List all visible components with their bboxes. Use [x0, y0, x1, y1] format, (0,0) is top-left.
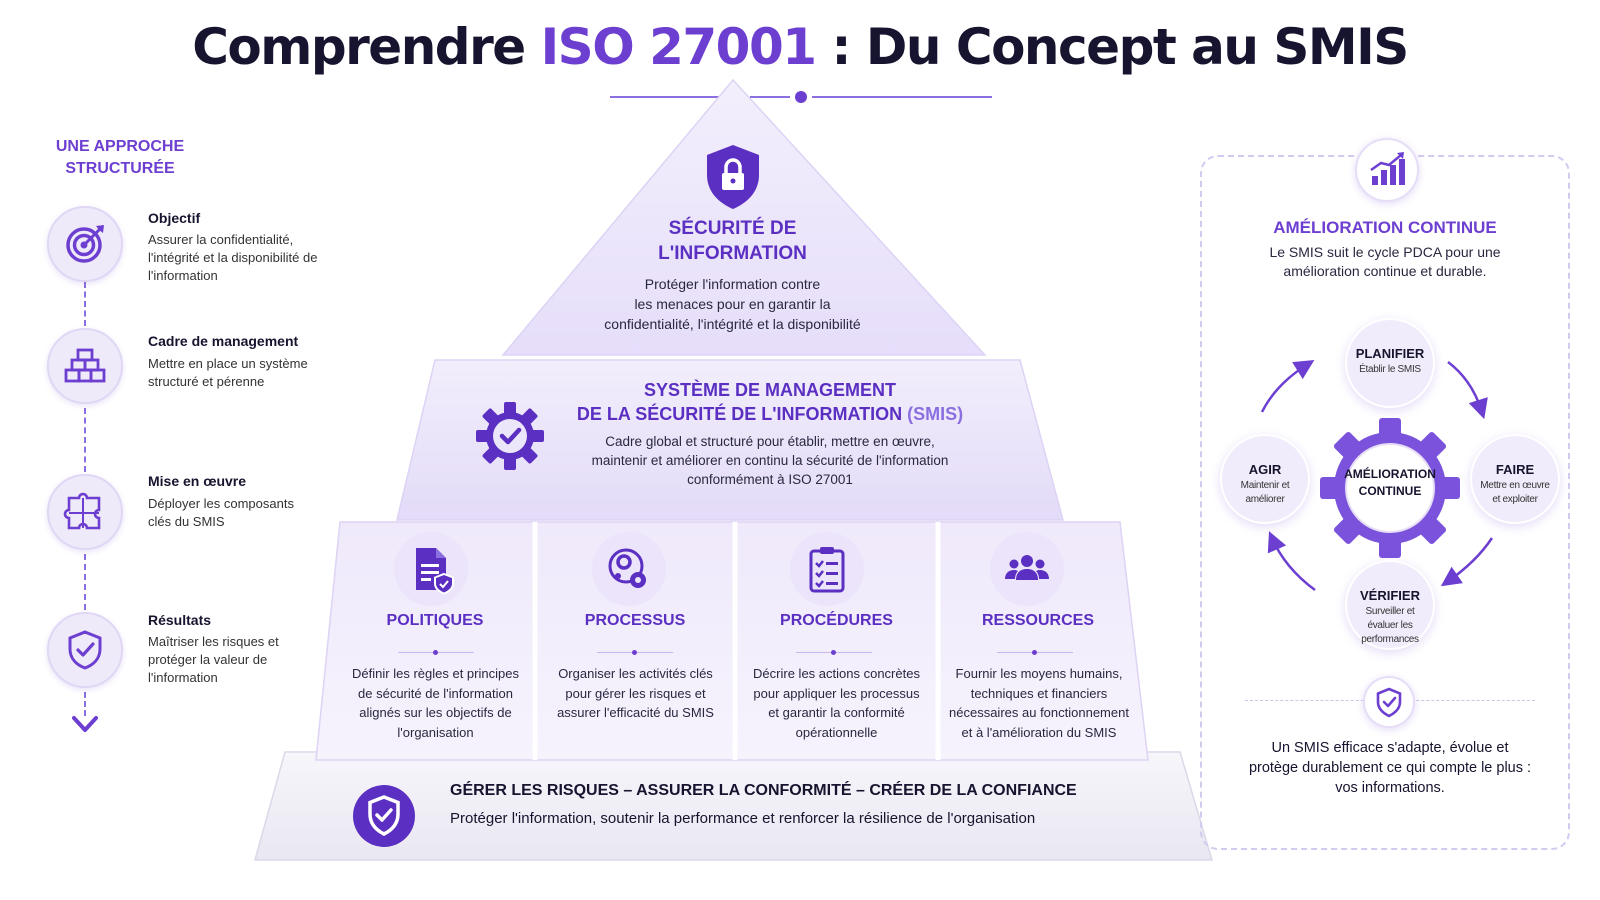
step-connector [84, 408, 86, 472]
gears-cycle-icon [592, 532, 666, 606]
step-desc-cadre: Mettre en place un système structuré et … [148, 356, 308, 389]
top-tier-desc-line3: confidentialité, l'intégrité et la dispo… [604, 316, 861, 332]
phase-do: FAIRE Mettre en œuvre et exploiter [1470, 434, 1560, 524]
step-desc-mise-en-oeuvre: Déployer les composants clés du SMIS [148, 496, 294, 529]
phase-act-name: AGIR [1248, 462, 1282, 477]
title-part2: : Du Concept au SMIS [815, 18, 1409, 76]
middle-tier-desc-line3: conformément à ISO 27001 [687, 472, 853, 487]
top-tier-title-line2: L'INFORMATION [658, 243, 807, 264]
base-title: GÉRER LES RISQUES – ASSURER LA CONFORMIT… [450, 782, 1077, 799]
middle-tier-title-line1: SYSTÈME DE MANAGEMENT [643, 380, 897, 400]
top-tier-title-line1: SÉCURITÉ DE [668, 218, 797, 239]
center-label: AMÉLIORATION CONTINUE [1318, 466, 1462, 500]
growth-chart-icon [1355, 138, 1419, 202]
middle-tier-desc-line2: maintenir et améliorer en continu la séc… [591, 453, 949, 468]
pdca-cycle-arrows [1260, 360, 1494, 592]
gear-check-icon [476, 402, 544, 470]
pyramid-top-tier [501, 78, 987, 356]
step-desc-objectif: Assurer la confidentialité, l'intégrité … [148, 232, 318, 283]
phase-do-name: FAIRE [1495, 462, 1535, 477]
puzzle-icon [47, 474, 123, 550]
middle-tier-desc-line1: Cadre global et structuré pour établir, … [605, 434, 935, 449]
step-connector [84, 282, 86, 326]
column-separator-dot [632, 650, 637, 655]
step-title-cadre: Cadre de management [148, 333, 299, 349]
checklist-icon [790, 532, 864, 606]
pyramid-middle-tier [396, 359, 1064, 521]
column-separator-dot [433, 650, 438, 655]
column-title-ressources: RESSOURCES [981, 612, 1095, 629]
right-final-text: Un SMIS efficace s'adapte, évolue et pro… [1248, 740, 1532, 796]
phase-act-desc: Maintenir et améliorer [1240, 480, 1290, 505]
pyramid-top-content: SÉCURITÉ DE L'INFORMATION Protéger l'inf… [560, 142, 905, 334]
shield-check-icon [1363, 676, 1415, 728]
base-desc: Protéger l'information, soutenir la perf… [450, 810, 1036, 827]
title-dot [795, 91, 807, 103]
step-connector [84, 554, 86, 610]
title-part1: Comprendre [192, 18, 541, 76]
shield-check-icon [47, 612, 123, 688]
lock-shield-icon [706, 145, 759, 209]
column-desc-procedures: Décrire les actions concrètes pour appli… [753, 666, 920, 740]
phase-do-desc: Mettre en œuvre et exploiter [1480, 480, 1550, 505]
people-icon [990, 532, 1064, 606]
middle-tier-title-main: DE LA SÉCURITÉ DE L'INFORMATION [576, 404, 903, 424]
step-title-objectif: Objectif [148, 210, 201, 226]
middle-tier-title-abbr: (SMIS) [902, 404, 964, 424]
step-desc-resultats: Maîtriser les risques et protéger la val… [148, 634, 279, 685]
page-title: Comprendre ISO 27001 : Du Concept au SMI… [0, 18, 1600, 76]
phase-plan-name: PLANIFIER [1355, 346, 1425, 361]
pyramid-middle-content: SYSTÈME DE MANAGEMENT DE LA SÉCURITÉ DE … [565, 378, 975, 489]
title-rule-left [610, 96, 740, 98]
column-desc-processus: Organiser les activités clés pour gérer … [557, 666, 714, 720]
title-rule-mid [750, 96, 790, 98]
step-title-resultats: Résultats [148, 612, 212, 628]
phase-plan: PLANIFIER Établir le SMIS [1345, 318, 1435, 408]
blocks-icon [47, 328, 123, 404]
phase-plan-desc: Établir le SMIS [1359, 364, 1421, 375]
target-icon [47, 206, 123, 282]
center-label-line1: AMÉLIORATION [1344, 467, 1436, 481]
right-desc: Le SMIS suit le cycle PDCA pour une amél… [1269, 244, 1501, 279]
step-connector [84, 692, 86, 716]
column-title-procedures: PROCÉDURES [780, 612, 893, 629]
column-desc-ressources: Fournir les moyens humains, techniques e… [949, 666, 1129, 740]
step-title-mise-en-oeuvre: Mise en œuvre [148, 473, 247, 489]
column-separator-dot [831, 650, 836, 655]
column-title-politiques: POLITIQUES [386, 612, 484, 629]
base-shield-icon [353, 785, 415, 847]
title-rule-right [812, 96, 992, 98]
phase-check-desc: Surveiller et évaluer les performances [1361, 606, 1419, 645]
top-tier-desc-line1: Protéger l'information contre [644, 276, 821, 292]
column-separator-dot [1032, 650, 1037, 655]
phase-act: AGIR Maintenir et améliorer [1220, 434, 1310, 524]
arrow-down-icon [72, 716, 98, 732]
column-title-processus: PROCESSUS [584, 612, 686, 629]
phase-check-name: VÉRIFIER [1360, 588, 1420, 603]
center-label-line2: CONTINUE [1358, 484, 1422, 498]
title-accent: ISO 27001 [540, 18, 817, 76]
left-heading: UNE APPROCHE STRUCTURÉE [55, 138, 185, 177]
column-desc-politiques: Définir les règles et principes de sécur… [352, 666, 519, 740]
middle-tier-title-line2: DE LA SÉCURITÉ DE L'INFORMATION (SMIS) [565, 402, 975, 426]
document-shield-icon [394, 532, 468, 606]
improvement-gear-icon [1318, 416, 1462, 560]
right-title: AMÉLIORATION CONTINUE [1273, 218, 1497, 237]
phase-check: VÉRIFIER Surveiller et évaluer les perfo… [1345, 560, 1435, 650]
top-tier-desc-line2: les menaces pour en garantir la [634, 296, 831, 312]
